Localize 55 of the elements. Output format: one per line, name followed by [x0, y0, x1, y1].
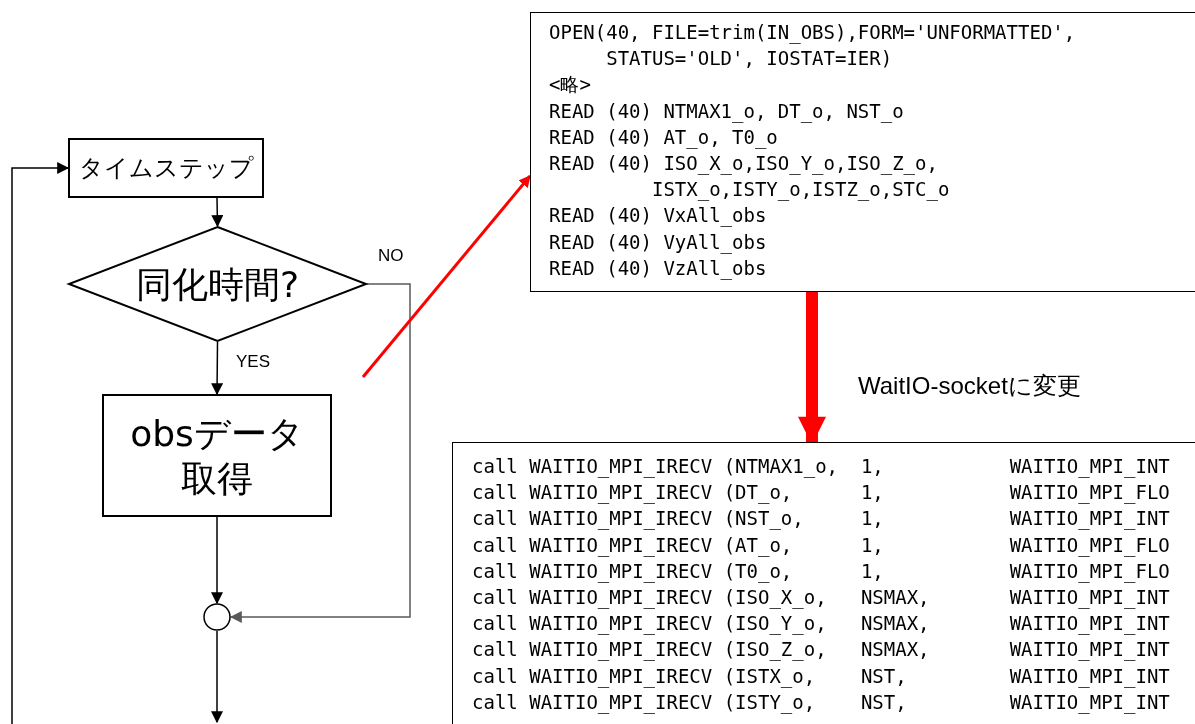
code-token: NSMAX,: [860, 637, 931, 663]
arrow: [211, 341, 224, 396]
code-token: call WAITIO_MPI_IRECV (ISO_Y_o,: [472, 611, 828, 637]
code-token: WAITIO_MPI_FLO: [1009, 532, 1171, 558]
process-box: [102, 394, 332, 517]
arrow: [211, 516, 223, 605]
decision-diamond: [68, 226, 367, 342]
code-token: WAITIO_MPI_INT: [1009, 663, 1171, 689]
code-line: READ (40) VxAll_obs: [549, 203, 768, 229]
code-token: WAITIO_MPI_FLO: [1009, 480, 1171, 506]
code-token: NST,: [860, 663, 908, 689]
code-token: NST,: [860, 689, 908, 715]
code-token: call WAITIO_MPI_IRECV (NST_o,: [472, 506, 805, 532]
code-token: 1,: [860, 480, 885, 506]
code-line: READ (40) ISO_X_o,ISO_Y_o,ISO_Z_o,: [549, 151, 939, 177]
code-token: call WAITIO_MPI_IRECV (ISTX_o,: [472, 663, 817, 689]
step-text: タイムステップ: [78, 153, 254, 183]
code-token: 1,: [860, 558, 885, 584]
code-token: WAITIO_MPI_INT: [1009, 454, 1171, 480]
code-token: WAITIO_MPI_INT: [1009, 689, 1171, 716]
code-token: call WAITIO_MPI_IRECV (ISO_X_o,: [472, 585, 828, 611]
code-token: call WAITIO_MPI_IRECV (ISTY_o,: [472, 689, 817, 716]
code-token: WAITIO_MPI_INT: [1009, 506, 1171, 532]
step-text: obsデータ取得: [129, 411, 305, 501]
arrow: [361, 175, 532, 378]
code-token: call WAITIO_MPI_IRECV (NTMAX1_o,: [472, 454, 840, 480]
code-line: READ (40) VyAll_obs: [549, 229, 768, 255]
code-token: 1,: [860, 506, 885, 532]
code-token: NSMAX,: [860, 585, 931, 610]
code-token: call WAITIO_MPI_IRECV (T0_o,: [472, 558, 794, 584]
process-box: [68, 138, 264, 198]
code-line: <略>: [549, 72, 592, 98]
arrow: [11, 162, 70, 724]
connector-circle: [203, 603, 231, 631]
arrow: [211, 197, 224, 228]
code-token: call WAITIO_MPI_IRECV (ISO_Z_o,: [472, 637, 828, 663]
code-token: WAITIO_MPI_INT: [1009, 585, 1171, 611]
code-line: READ (40) NTMAX1_o, DT_o, NST_o: [549, 98, 905, 124]
code-token: call WAITIO_MPI_IRECV (DT_o,: [472, 480, 794, 506]
code-panel: [530, 12, 1195, 292]
code-line: READ (40) VzAll_obs: [549, 255, 768, 282]
code-token: WAITIO_MPI_FLO: [1009, 558, 1171, 584]
code-token: 1,: [860, 532, 885, 558]
code-token: WAITIO_MPI_INT: [1009, 637, 1171, 663]
code-token: 1,: [860, 454, 885, 479]
code-token: call WAITIO_MPI_IRECV (AT_o,: [472, 532, 794, 558]
code-token: WAITIO_MPI_INT: [1009, 611, 1171, 637]
code-line: OPEN(40, FILE=trim(IN_OBS),FORM='UNFORMATTED',: [549, 20, 1077, 46]
code-line: ISTX_o,ISTY_o,ISTZ_o,STC_o: [650, 177, 951, 203]
code-line: READ (40) AT_o, T0_o: [549, 124, 779, 150]
code-panel: [452, 442, 1195, 724]
code-line: STATUS='OLD', IOSTAT=IER): [605, 46, 894, 72]
code-token: NSMAX,: [860, 611, 931, 637]
arrow: [211, 630, 223, 724]
step-text: 同化時間?: [135, 262, 300, 307]
